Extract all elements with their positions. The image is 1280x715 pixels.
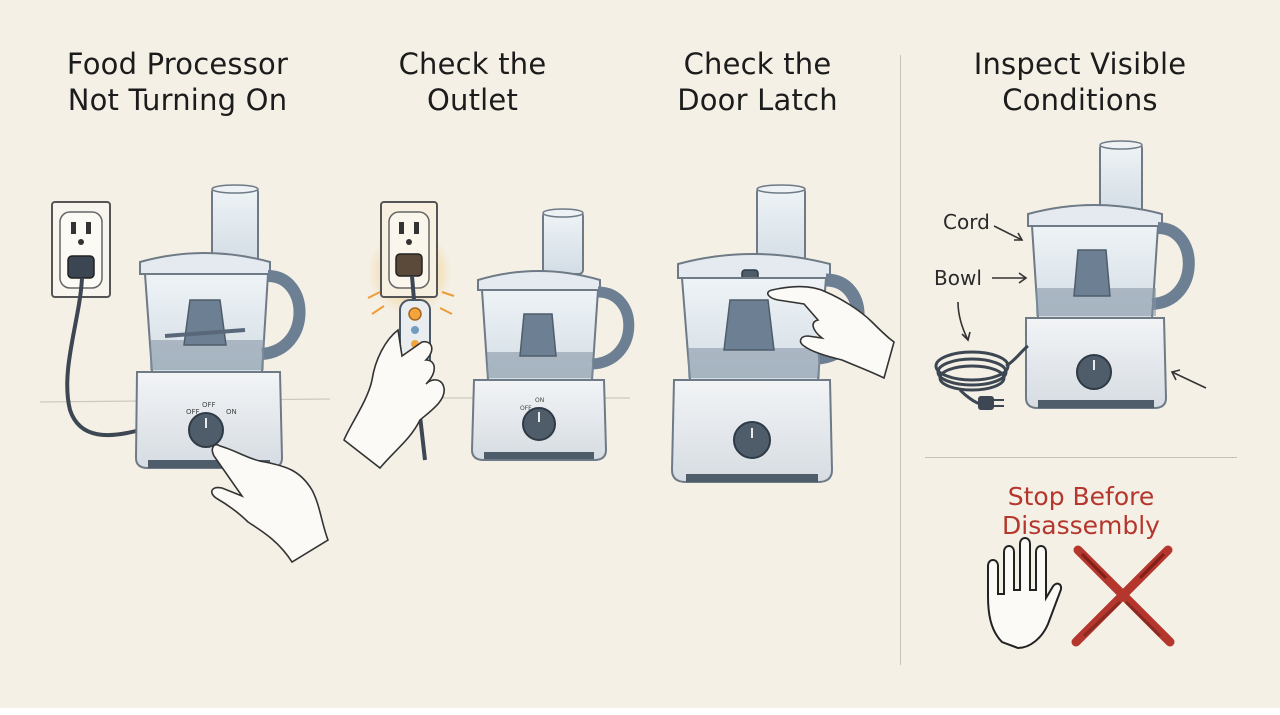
feed-tube — [211, 187, 259, 264]
title-line: Not Turning On — [67, 83, 288, 117]
panel-title-inspect-conditions: Inspect Visible Conditions — [940, 46, 1220, 118]
arrow-icon — [1170, 369, 1207, 389]
lid — [1027, 204, 1163, 227]
stop-hand-icon — [987, 537, 1062, 650]
switch-label: OFF — [202, 401, 216, 409]
glow-rays — [367, 291, 455, 315]
control-knob — [522, 407, 556, 441]
switch-label: ON — [226, 408, 237, 416]
switch-label: ON — [535, 397, 544, 404]
lid — [677, 253, 831, 279]
label-cord: Cord — [943, 210, 990, 234]
panel-title-check-outlet: Check the Outlet — [340, 46, 605, 118]
arrow-icon — [957, 301, 971, 342]
panel-title-not-turning-on: Food Processor Not Turning On — [40, 46, 315, 118]
power-cord — [65, 277, 141, 438]
vertical-divider — [900, 55, 901, 665]
lid — [477, 270, 601, 291]
panel-4-illustration — [934, 140, 1207, 650]
label-bowl: Bowl — [934, 266, 982, 290]
panel-1-illustration: OFF OFF ON — [51, 184, 329, 564]
panel-title-check-door-latch: Check the Door Latch — [625, 46, 890, 118]
lid — [139, 252, 271, 275]
arrow-icon — [993, 225, 1024, 241]
blade — [164, 328, 246, 338]
title-line: Check the — [683, 47, 832, 81]
title-line: Check the — [398, 47, 547, 81]
plug-icon — [978, 396, 1004, 410]
title-line: Inspect Visible — [973, 47, 1187, 81]
hand-icon — [766, 285, 895, 380]
title-line: Conditions — [1002, 83, 1158, 117]
bowl-handle — [1151, 222, 1195, 310]
base-foot — [148, 460, 270, 468]
title-line: Outlet — [426, 83, 519, 117]
crossed-screwdrivers-icon — [1071, 545, 1175, 647]
feed-tube-top — [211, 184, 259, 194]
hand-icon — [343, 328, 445, 470]
title-line: Food Processor — [66, 47, 289, 81]
control-knob — [733, 421, 771, 459]
switch-label: OFF — [186, 408, 200, 416]
bowl-handle — [260, 270, 306, 360]
tester-light — [408, 307, 422, 321]
bowl-handle — [591, 286, 635, 370]
arrow-icon — [992, 272, 1028, 284]
tester-button — [411, 326, 419, 334]
hand-icon — [210, 443, 329, 564]
title-line: Door Latch — [677, 83, 838, 117]
bottom-band — [0, 708, 1280, 715]
panel-2-illustration: OFF ON — [343, 201, 635, 470]
horizontal-divider — [925, 457, 1237, 458]
warning-text: Stop Before Disassembly — [1002, 482, 1160, 540]
control-knob — [1076, 354, 1112, 390]
switch-label: OFF — [520, 405, 532, 412]
feed-tube — [1099, 143, 1143, 215]
feed-tube — [542, 211, 584, 275]
panel-3-illustration — [670, 184, 895, 483]
blade-stem — [183, 299, 227, 346]
outlet-icon — [380, 201, 438, 298]
coiled-cord — [934, 344, 1029, 406]
control-knob — [188, 412, 224, 448]
